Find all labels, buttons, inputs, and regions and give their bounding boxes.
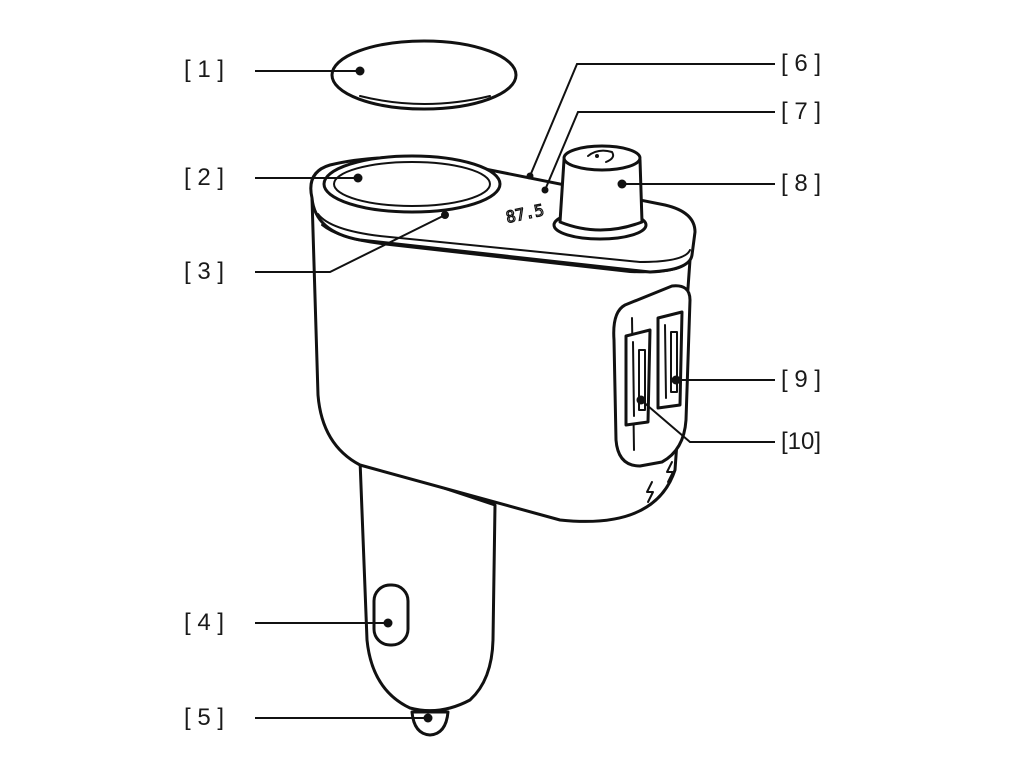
- side-contact: [372, 583, 410, 647]
- callout-label-7: [ 7 ]: [781, 98, 822, 125]
- phone-icon: [587, 149, 615, 163]
- usb-port-2: [624, 328, 652, 427]
- callout-label-1: [ 1 ]: [184, 56, 225, 83]
- callout-label-8: [ 8 ]: [781, 170, 822, 197]
- lightning-icon: [646, 461, 674, 503]
- callout-label-4: [ 4 ]: [184, 609, 225, 636]
- leader-lines: [255, 63, 775, 723]
- rotary-knob: [552, 144, 648, 241]
- usb-port-1: [656, 310, 684, 410]
- multifunction-button: [322, 154, 502, 214]
- callout-label-9: [ 9 ]: [781, 366, 822, 393]
- callout-label-10: [10]: [781, 428, 822, 455]
- callout-label-2: [ 2 ]: [184, 164, 225, 191]
- charger-body: 87.5: [309, 144, 697, 523]
- charger-plug: [358, 458, 497, 737]
- callout-label-5: [ 5 ]: [184, 704, 225, 731]
- callout-label-3: [ 3 ]: [184, 258, 225, 285]
- cover-disc: [330, 39, 518, 111]
- callout-label-6: [ 6 ]: [781, 50, 822, 77]
